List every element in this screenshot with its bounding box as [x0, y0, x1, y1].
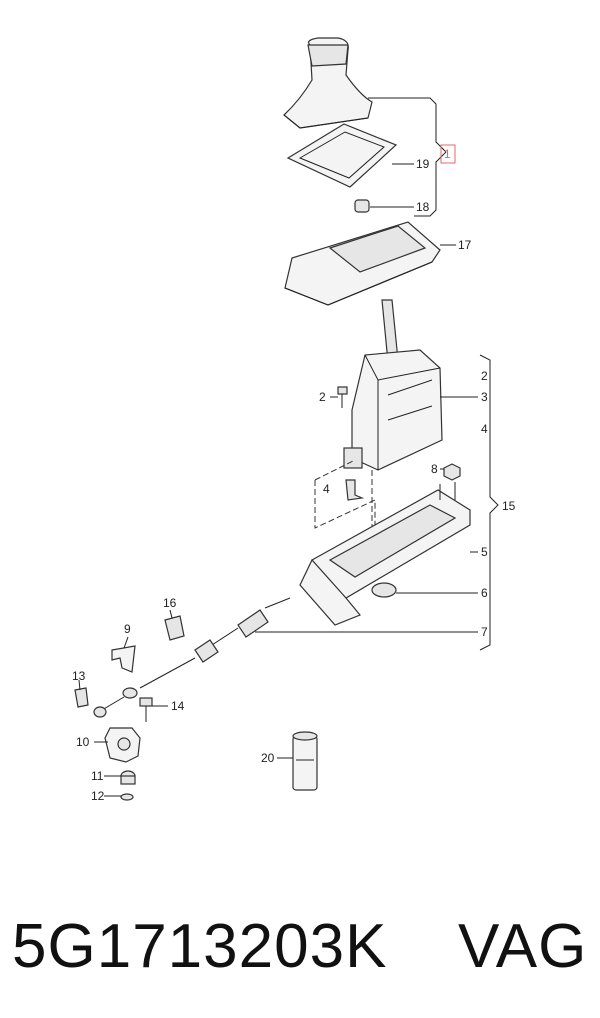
- base-bracket: [299, 482, 471, 626]
- gasket-frame: [286, 123, 398, 188]
- clip-part: [354, 199, 370, 213]
- caption-bar: 5G1713203K VAG: [0, 892, 600, 1002]
- leader-lines: [78, 97, 499, 797]
- rivet-part-12: [120, 793, 134, 801]
- callout-7: 7: [481, 625, 488, 639]
- grease-tube-part-20: [292, 731, 318, 791]
- clip-part-9: [111, 645, 136, 673]
- bolt-part-14: [139, 697, 153, 722]
- callout-4-right: 4: [481, 422, 488, 436]
- callout-17: 17: [458, 238, 472, 252]
- callout-5: 5: [481, 545, 488, 559]
- callout-4-left: 4: [323, 482, 330, 496]
- clip-part-16: [164, 615, 185, 641]
- exploded-parts-diagram: 1 19 18 17 2 3 4 2 8 4 15 5 6 16 7 9 13 …: [72, 37, 516, 803]
- callout-labels: 1 19 18 17 2 3 4 2 8 4 15 5 6 16 7 9 13 …: [72, 147, 516, 803]
- callout-9: 9: [124, 622, 131, 636]
- callout-1: 1: [444, 147, 451, 161]
- callout-20: 20: [261, 751, 275, 765]
- screw-part-2: [337, 386, 348, 408]
- callout-11: 11: [91, 769, 104, 783]
- callout-2-left: 2: [319, 390, 326, 404]
- trim-frame: [284, 221, 441, 306]
- callout-14: 14: [171, 699, 185, 713]
- callout-15: 15: [502, 499, 516, 513]
- callout-16: 16: [163, 596, 177, 610]
- bearing-bracket-part-10: [104, 727, 141, 763]
- callout-10: 10: [76, 735, 90, 749]
- clip-part-13: [74, 687, 89, 708]
- callout-6: 6: [481, 586, 488, 600]
- shift-cable: [93, 597, 291, 718]
- callout-18: 18: [416, 200, 430, 214]
- brand-name: VAG: [458, 912, 588, 981]
- grommet-part-6: [371, 582, 397, 598]
- callout-2-right: 2: [481, 369, 488, 383]
- shift-knob-boot: [283, 37, 373, 129]
- callout-12: 12: [91, 789, 105, 803]
- callout-19: 19: [416, 157, 430, 171]
- callout-highlight-box: [440, 144, 456, 164]
- callout-13: 13: [72, 669, 86, 683]
- callout-8: 8: [431, 462, 438, 476]
- callout-3: 3: [481, 390, 488, 404]
- bushing-part-11: [120, 770, 136, 785]
- shift-mechanism-housing: [343, 299, 443, 471]
- nut-part-8: [443, 463, 461, 481]
- part-number: 5G1713203K: [12, 912, 388, 981]
